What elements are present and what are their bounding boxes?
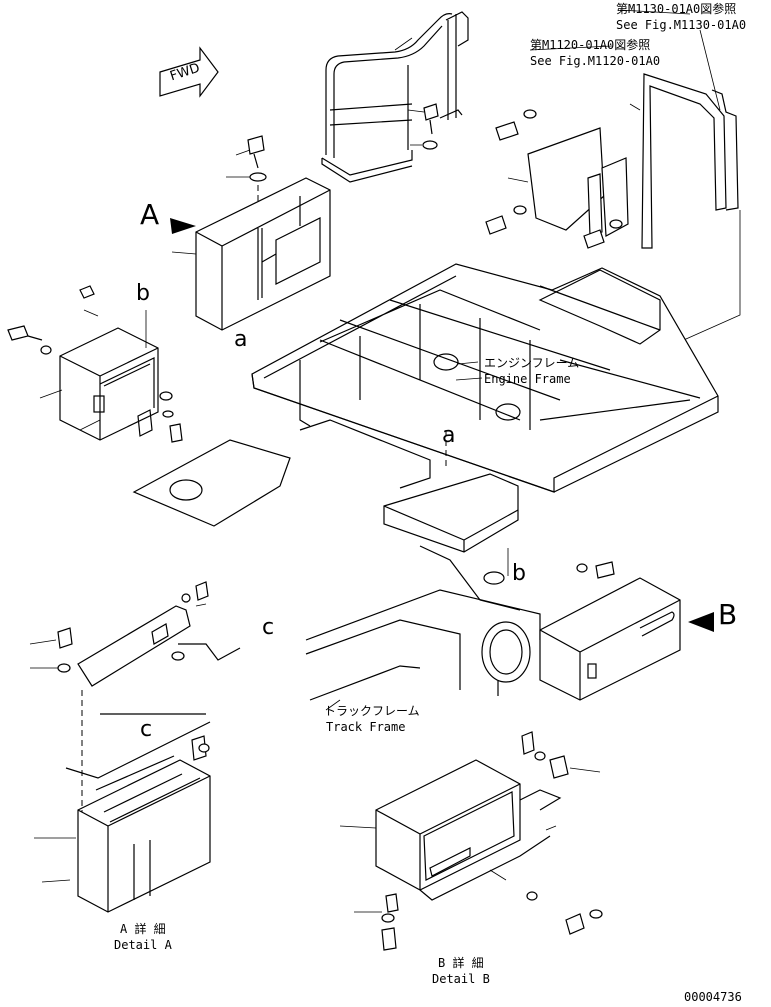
box-b — [539, 561, 681, 701]
callout-c-left: c — [140, 717, 153, 742]
fwd-arrow — [159, 46, 219, 98]
callout-a-arrow: a — [234, 327, 248, 352]
callout-a-mid: a — [442, 423, 456, 448]
callout-b: B — [718, 598, 738, 631]
ref-m1130-jp: 第M1130-01A0図参照 — [616, 2, 737, 16]
left-box — [7, 285, 183, 443]
cover-plates — [485, 29, 741, 356]
top-fasteners — [226, 103, 439, 260]
arrow-a — [170, 218, 196, 234]
engine-frame-en: Engine Frame — [484, 372, 571, 386]
detail-a-drawing — [29, 581, 241, 913]
drawing-number: 00004736 — [684, 990, 742, 1004]
ref-m1120-en: See Fig.M1120-01A0 — [530, 54, 661, 68]
callout-a-upper: A — [140, 198, 160, 231]
track-frame — [305, 545, 541, 701]
mid-step — [383, 430, 519, 553]
detail-b-en: Detail B — [432, 972, 490, 986]
track-frame-jp: トラックフレーム — [324, 704, 420, 718]
callout-b-mid: b — [512, 561, 526, 586]
callout-c-right: c — [262, 615, 275, 640]
engine-frame-jp: エンジンフレーム — [484, 356, 580, 370]
detail-b-jp: B 詳 細 — [438, 956, 484, 970]
detail-a-en: Detail A — [114, 938, 172, 952]
engine-frame — [251, 263, 719, 493]
battery-box-a — [171, 177, 331, 331]
arrow-b — [688, 612, 714, 632]
handrail — [321, 11, 469, 183]
callout-b-top: b — [136, 281, 150, 306]
detail-a-jp: A 詳 細 — [120, 922, 166, 936]
detail-b-drawing — [339, 731, 603, 951]
leader-lines — [145, 9, 691, 711]
ref-m1120-jp: 第M1120-01A0図参照 — [530, 38, 651, 52]
under-plate — [132, 439, 291, 527]
track-frame-en: Track Frame — [326, 720, 406, 734]
ref-m1130-en: See Fig.M1130-01A0 — [616, 18, 747, 32]
